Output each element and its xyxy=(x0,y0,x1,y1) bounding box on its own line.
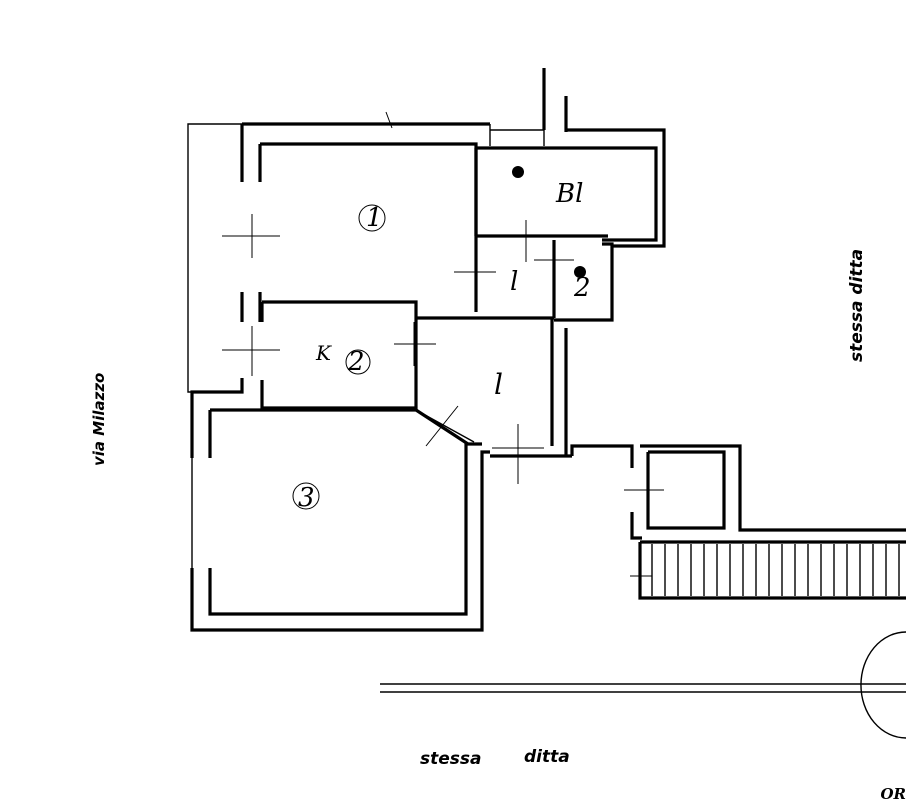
bath-large-label: Bl xyxy=(555,179,583,209)
window-marks xyxy=(222,111,664,577)
corner-text: OR xyxy=(880,785,906,803)
small-room-label: l xyxy=(510,267,518,297)
fixture-dot-2 xyxy=(574,266,586,278)
neighbor-bottom-label-b: ditta xyxy=(524,747,570,767)
boundary-lines xyxy=(380,631,906,739)
room-2-label: 2 xyxy=(347,347,365,377)
staircase xyxy=(651,544,900,596)
hall-label: l xyxy=(494,368,503,401)
interior-walls xyxy=(210,142,614,458)
room-2-prefix: K xyxy=(315,341,332,365)
neighbor-right-label: stessa ditta xyxy=(847,249,867,362)
neighbor-bottom-label-a: stessa xyxy=(420,749,481,769)
small-bath-label: 2 xyxy=(573,273,591,303)
fixture-dot xyxy=(512,166,524,178)
room-3-label: 3 xyxy=(298,483,315,513)
street-label: via Milazzo xyxy=(90,373,108,466)
room-1-label: 1 xyxy=(366,203,383,233)
facade-strip xyxy=(187,123,242,630)
bathroom-block xyxy=(474,68,666,248)
outer-walls xyxy=(190,122,490,632)
right-annex xyxy=(570,444,906,600)
